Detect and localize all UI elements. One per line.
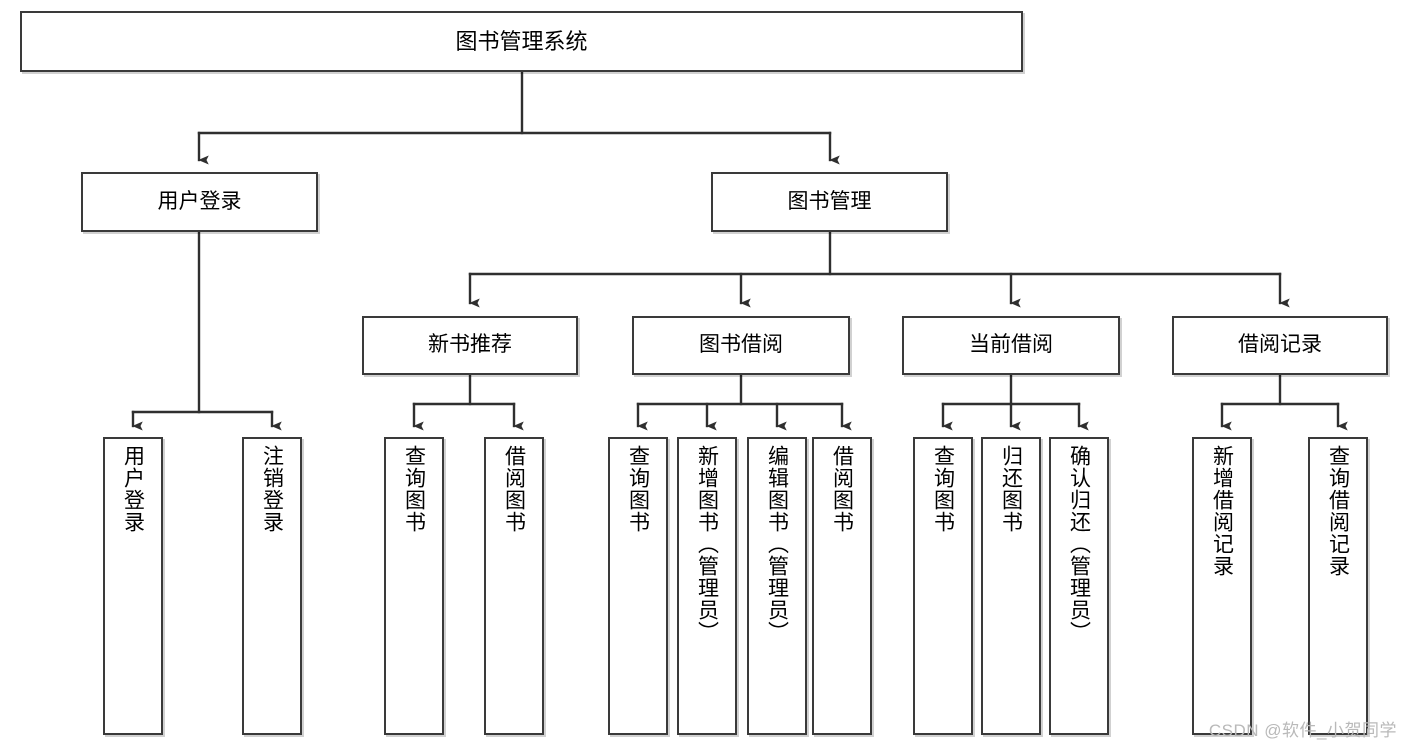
leaf-book-borrow-borrow[interactable]: 借阅图书 xyxy=(812,437,872,735)
leaf-current-borrow-confirm-return[interactable]: 确认归还（管理员） xyxy=(1049,437,1109,735)
node-label: 编辑图书（管理员） xyxy=(765,445,789,643)
leaf-book-borrow-query[interactable]: 查询图书 xyxy=(608,437,668,735)
node-borrow-record[interactable]: 借阅记录 xyxy=(1172,316,1388,375)
leaf-user-login-logout[interactable]: 注销登录 xyxy=(242,437,302,735)
leaf-current-borrow-query[interactable]: 查询图书 xyxy=(913,437,973,735)
leaf-new-book-query[interactable]: 查询图书 xyxy=(384,437,444,735)
node-label: 新书推荐 xyxy=(428,333,512,357)
node-label: 图书管理系统 xyxy=(455,28,588,54)
node-label: 确认归还（管理员） xyxy=(1067,445,1091,643)
node-user-login[interactable]: 用户登录 xyxy=(81,172,318,232)
node-label: 借阅记录 xyxy=(1238,333,1322,357)
node-label: 查询图书 xyxy=(931,445,955,533)
node-label: 借阅图书 xyxy=(502,445,526,533)
leaf-borrow-record-add[interactable]: 新增借阅记录 xyxy=(1192,437,1252,735)
watermark-text: CSDN @软件_小贺同学 xyxy=(1208,721,1397,740)
node-label: 当前借阅 xyxy=(969,333,1053,357)
leaf-new-book-borrow[interactable]: 借阅图书 xyxy=(484,437,544,735)
node-label: 查询图书 xyxy=(626,445,650,533)
node-label: 查询借阅记录 xyxy=(1326,445,1350,577)
node-new-book-recommend[interactable]: 新书推荐 xyxy=(362,316,578,375)
node-label: 注销登录 xyxy=(260,445,284,533)
leaf-book-borrow-edit[interactable]: 编辑图书（管理员） xyxy=(747,437,807,735)
node-label: 查询图书 xyxy=(402,445,426,533)
node-label: 归还图书 xyxy=(999,445,1023,533)
node-label: 用户登录 xyxy=(121,445,145,533)
node-label: 图书借阅 xyxy=(699,333,783,357)
node-root-system[interactable]: 图书管理系统 xyxy=(20,11,1023,72)
leaf-borrow-record-query[interactable]: 查询借阅记录 xyxy=(1308,437,1368,735)
leaf-current-borrow-return[interactable]: 归还图书 xyxy=(981,437,1041,735)
node-label: 新增图书（管理员） xyxy=(695,445,719,643)
leaf-user-login-login[interactable]: 用户登录 xyxy=(103,437,163,735)
leaf-book-borrow-add[interactable]: 新增图书（管理员） xyxy=(677,437,737,735)
node-label: 新增借阅记录 xyxy=(1210,445,1234,577)
node-book-management[interactable]: 图书管理 xyxy=(711,172,948,232)
node-current-borrow[interactable]: 当前借阅 xyxy=(902,316,1120,375)
node-label: 图书管理 xyxy=(787,189,872,213)
node-label: 用户登录 xyxy=(157,189,242,213)
node-label: 借阅图书 xyxy=(830,445,854,533)
node-book-borrow[interactable]: 图书借阅 xyxy=(632,316,850,375)
